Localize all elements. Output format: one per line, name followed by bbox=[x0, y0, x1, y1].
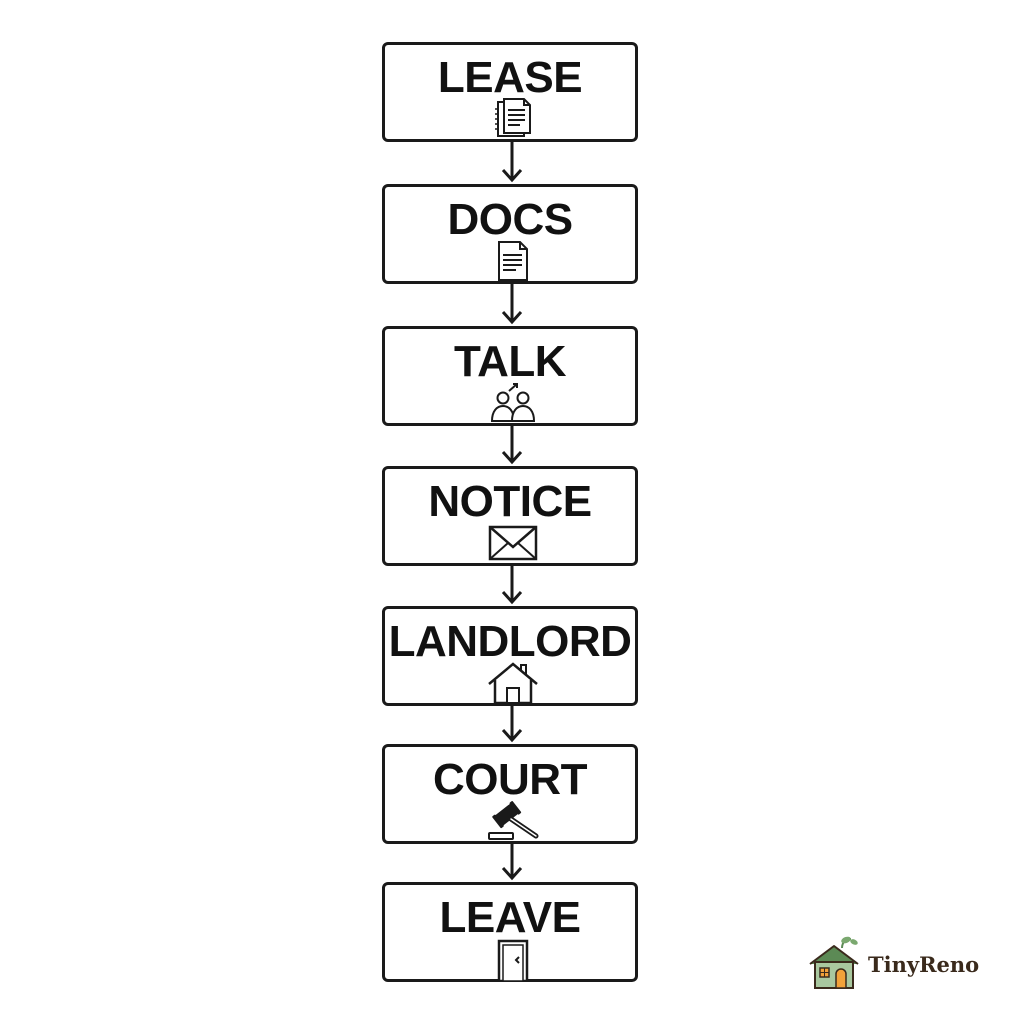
arrow-down-icon bbox=[501, 566, 523, 605]
brand-name: TinyReno bbox=[868, 952, 980, 977]
step-label: LEASE bbox=[437, 53, 583, 102]
arrow-down-icon bbox=[501, 426, 523, 465]
step-label: LANDLORD bbox=[388, 617, 632, 666]
house-logo-icon bbox=[809, 936, 859, 989]
arrow-down-icon bbox=[501, 142, 523, 183]
house-icon bbox=[488, 662, 538, 705]
two-people-talking-icon bbox=[490, 383, 536, 422]
step-landlord: LANDLORD bbox=[382, 606, 638, 706]
step-notice: NOTICE bbox=[382, 466, 638, 566]
door-icon bbox=[497, 939, 529, 981]
step-label: COURT bbox=[433, 755, 587, 804]
brand-watermark: TinyReno bbox=[806, 934, 996, 994]
step-label: LEAVE bbox=[439, 893, 581, 942]
envelope-icon bbox=[488, 525, 538, 561]
arrow-down-icon bbox=[501, 844, 523, 881]
step-label: TALK bbox=[453, 337, 567, 386]
arrow-down-icon bbox=[501, 706, 523, 743]
step-talk: TALK bbox=[382, 326, 638, 426]
step-court: COURT bbox=[382, 744, 638, 844]
step-lease: LEASE bbox=[382, 42, 638, 142]
step-docs: DOCS bbox=[382, 184, 638, 284]
document-icon bbox=[498, 241, 528, 281]
document-stack-icon bbox=[495, 98, 531, 137]
step-label: DOCS bbox=[447, 195, 573, 244]
gavel-icon bbox=[488, 801, 539, 840]
arrow-down-icon bbox=[501, 284, 523, 325]
step-label: NOTICE bbox=[428, 477, 592, 526]
step-leave: LEAVE bbox=[382, 882, 638, 982]
